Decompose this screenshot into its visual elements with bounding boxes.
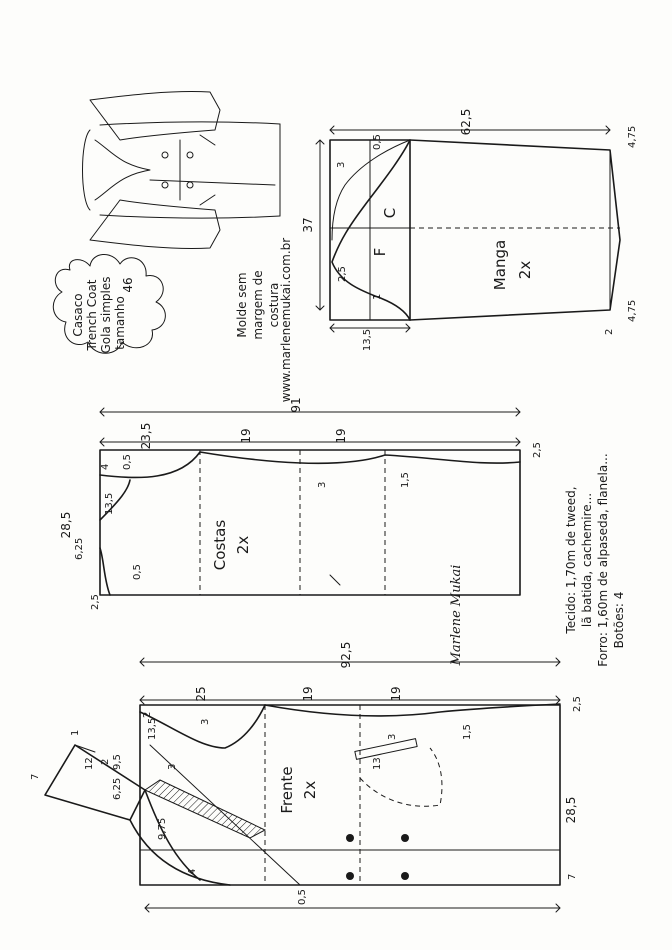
costas-left-h: 28,5 [59,512,73,539]
title-line2: Trench Coat [85,279,99,351]
costas-a: 23,5 [139,423,153,450]
frente-3a: 3 [200,719,211,725]
frente-c: 19 [389,686,403,701]
costas-right: 2,5 [532,442,543,458]
note-line3: costura [267,283,281,328]
manga-right-bottom: 4,75 [627,300,638,322]
materials-fabric: Tecido: 1,70m de tweed, [564,486,578,634]
costas-3: 3 [317,482,328,488]
costas-15: 1,5 [400,472,411,488]
frente-a: 25 [194,686,208,701]
website-text: www.marlenemukai.com.br [279,238,293,402]
button-3 [346,872,354,880]
lapel-7: 7 [30,774,41,780]
title-cloud [52,254,166,354]
manga-bottom-left: 13,5 [362,329,373,351]
frente-3b: 3 [387,734,398,740]
frente-15: 1,5 [462,724,473,740]
frente-qty: 2x [301,781,319,800]
lapel-1: 1 [70,730,81,736]
manga-f: F [371,248,389,257]
manga-width: 62,5 [459,109,473,136]
frente-05: 0,5 [297,889,308,905]
website: www.marlenemukai.com.br [279,238,293,402]
frente-right: 2,5 [572,696,583,712]
note-line2: margem de [251,270,265,339]
frente-name: Frente [278,766,296,813]
title-line3: Gola simples [99,276,113,353]
manga-name: Manga [491,240,509,290]
title-cloud-text: Casaco Trench Coat Gola simples tamanho … [71,276,135,353]
costas-b: 19 [239,428,253,443]
materials-buttons: Botões: 4 [612,592,626,649]
lapel-2: 2 [100,759,111,765]
frente-7: 7 [567,874,578,880]
costas-05b: 0,5 [132,564,143,580]
piece-costas: Costas 2x 91 23,5 19 19 2,5 28,5 4 0,5 1… [59,397,543,610]
frente-285: 28,5 [564,797,578,824]
costas-25b: 2,5 [90,594,101,610]
frente-3c: 3 [167,764,178,770]
frente-4: 4 [187,869,198,875]
frente-975: 9,75 [157,818,168,840]
manga-bottom-right: 2 [604,329,615,335]
costas-qty: 2x [234,536,252,555]
manga-right-top: 4,75 [627,126,638,148]
costas-4: 4 [100,464,111,470]
manga-cap-pt: 0,5 [372,134,383,150]
manga-c: C [381,208,399,218]
title-line1: Casaco [71,293,85,336]
signature-block: Marlene Mukai [449,565,464,667]
button-2 [401,834,409,842]
button-4 [401,872,409,880]
manga-cap-top: 3 [336,162,347,168]
frente-b: 19 [301,686,315,701]
title-size: 46 [121,277,135,292]
manga-qty: 2x [516,261,534,280]
materials-fabric2: lã batida, cachemire... [580,493,594,627]
lapel-12: 12 [84,757,95,770]
signature: Marlene Mukai [449,565,464,667]
frente-135: 13,5 [147,718,158,740]
note-line1: Molde sem [235,272,249,337]
materials-lining: Forro: 1,60m de alpaseda, flanela... [596,453,610,666]
coat-sketch [82,91,281,249]
frente-625: 6,25 [112,778,123,800]
frente-2: 2 [142,712,153,718]
frente-13: 13 [372,757,383,770]
manga-left-small: 1 [372,294,383,300]
lapel-95: 9,5 [112,754,123,770]
materials-block: Tecido: 1,70m de tweed, lã batida, cache… [564,453,626,666]
piece-manga: C F Manga 2x 62,5 37 3 0,5 2,5 1 13,5 4,… [301,109,638,351]
title-line4: tamanho [113,296,127,350]
costas-625: 6,25 [74,538,85,560]
costas-name: Costas [211,520,229,571]
costas-135: 13,5 [104,493,115,515]
costas-c: 19 [334,428,348,443]
manga-cap-mid: 2,5 [337,266,348,282]
button-1 [346,834,354,842]
costas-total: 91 [289,397,303,412]
manga-height: 37 [301,217,315,232]
seam-note: Molde sem margem de costura [235,270,281,339]
frente-total: 92,5 [339,642,353,669]
piece-frente: Frente 2x 92,5 25 19 19 2,5 1,5 3 3 13 2… [30,642,583,913]
costas-05a: 0,5 [122,454,133,470]
